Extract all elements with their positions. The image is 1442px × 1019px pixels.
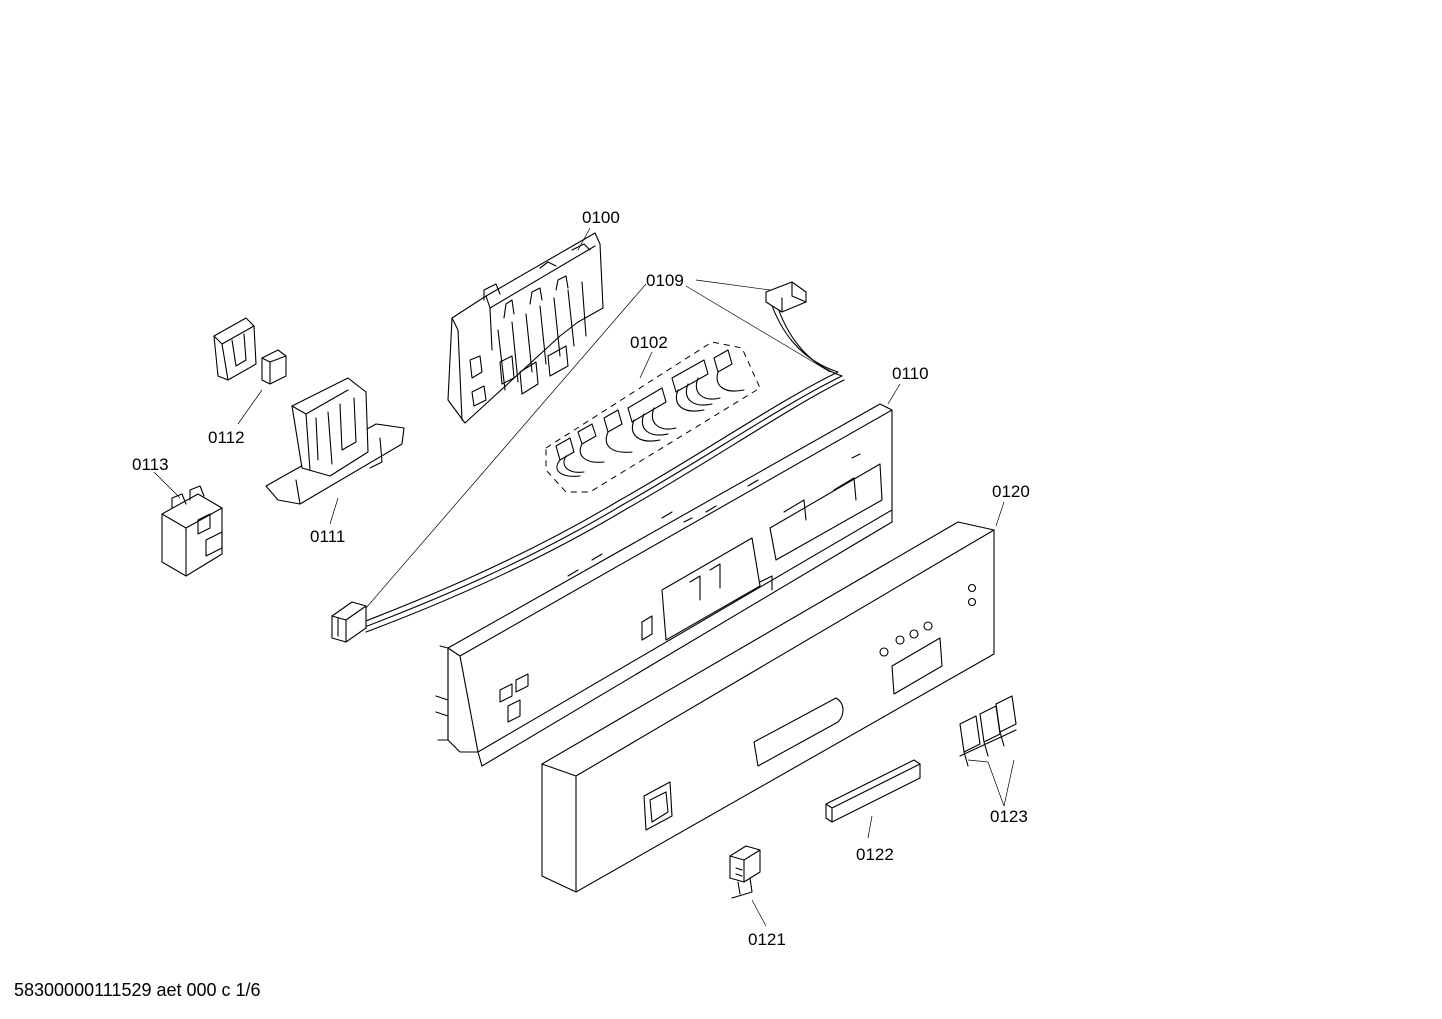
label-0123: 0123 — [990, 807, 1028, 826]
label-0100: 0100 — [582, 208, 620, 227]
label-0109: 0109 — [646, 271, 684, 290]
label-0113: 0113 — [132, 455, 169, 474]
label-0111: 0111 — [310, 527, 345, 546]
leader-lines — [153, 227, 1015, 927]
part-0122-strip — [825, 759, 921, 823]
part-0112-bracket — [213, 317, 287, 385]
label-0121: 0121 — [748, 930, 786, 949]
label-0120: 0120 — [992, 482, 1030, 501]
label-0122: 0122 — [856, 845, 894, 864]
part-0100-control-module — [447, 232, 604, 424]
part-0109-wire-harness — [331, 281, 845, 643]
part-0123-buttons — [959, 695, 1017, 767]
part-0102-connector-set — [545, 341, 761, 493]
part-0113-relay — [161, 485, 223, 577]
part-0110-panel-frame — [435, 403, 893, 767]
part-0111-bracket — [265, 377, 405, 505]
label-0112: 0112 — [208, 428, 245, 447]
part-0120-fascia — [541, 521, 995, 893]
label-0110: 0110 — [892, 364, 929, 383]
part-0121-button — [729, 845, 761, 899]
document-id-footer: 58300000111529 aet 000 c 1/6 — [14, 980, 261, 1000]
label-0102: 0102 — [630, 333, 668, 352]
part-labels: 0100 0109 0102 0110 0112 0113 0111 0120 … — [132, 208, 1030, 949]
